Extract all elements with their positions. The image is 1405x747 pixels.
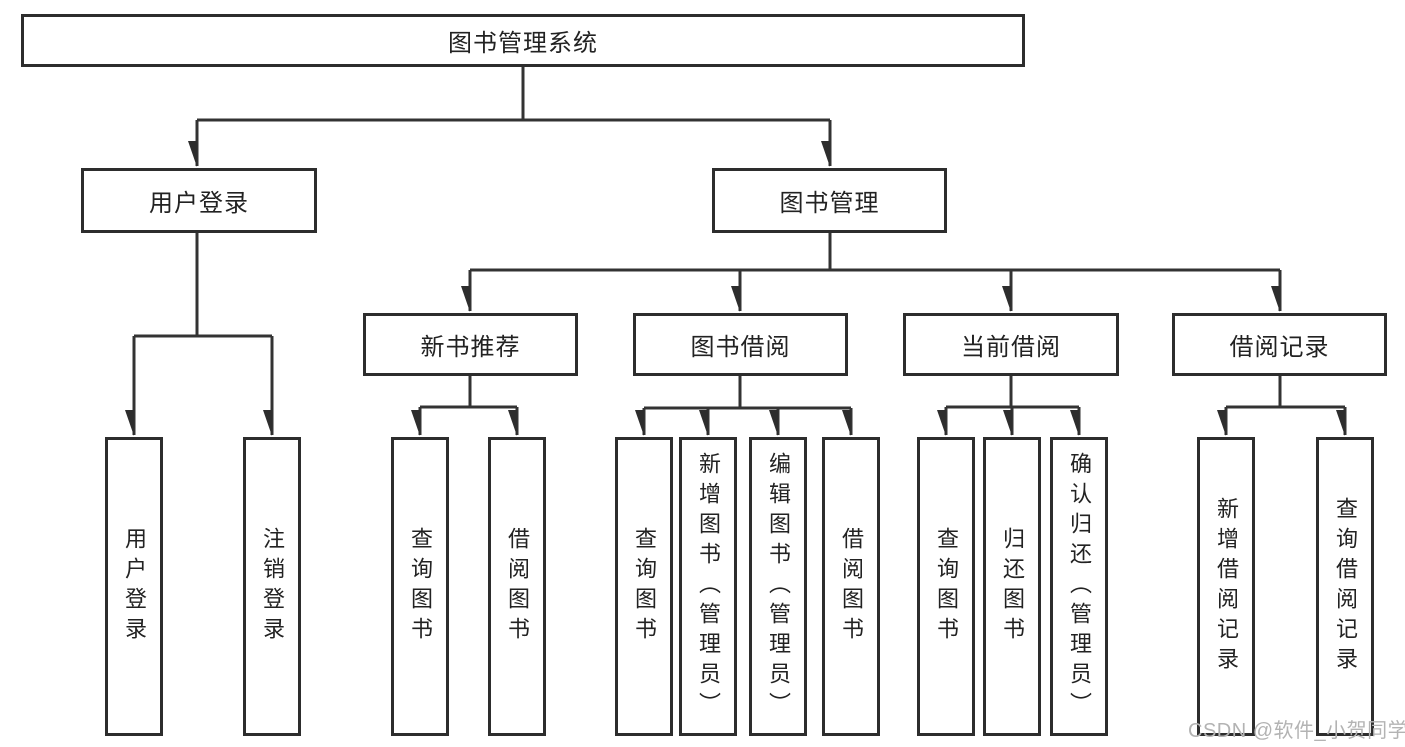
- node-borrow-records: 借阅记录: [1172, 313, 1387, 376]
- leaf-query-books-2: 查询图书: [615, 437, 673, 736]
- node-label: 新书推荐: [420, 334, 521, 361]
- node-label: 查询图书: [408, 526, 433, 647]
- node-label: 确认归还（管理员）: [1067, 451, 1092, 722]
- node-label: 当前借阅: [961, 334, 1061, 361]
- leaf-query-books-1: 查询图书: [391, 437, 449, 736]
- node-book-management: 图书管理: [712, 168, 947, 233]
- node-label: 借阅图书: [839, 526, 864, 647]
- node-label: 图书借阅: [690, 334, 791, 361]
- node-label: 归还图书: [1000, 526, 1025, 647]
- node-label: 图书管理系统: [448, 30, 598, 57]
- leaf-user-login: 用户登录: [105, 437, 163, 736]
- leaf-confirm-return-admin: 确认归还（管理员）: [1050, 437, 1108, 736]
- leaf-query-borrow-record: 查询借阅记录: [1316, 437, 1374, 736]
- node-label: 用户登录: [122, 526, 147, 647]
- node-label: 新增借阅记录: [1214, 496, 1239, 677]
- node-label: 编辑图书（管理员）: [766, 451, 791, 722]
- node-label: 借阅记录: [1229, 334, 1330, 361]
- node-label: 图书管理: [779, 190, 880, 217]
- leaf-add-borrow-record: 新增借阅记录: [1197, 437, 1255, 736]
- node-label: 查询图书: [934, 526, 959, 647]
- leaf-return-book: 归还图书: [983, 437, 1041, 736]
- node-label: 用户登录: [149, 190, 249, 217]
- leaf-borrow-books-1: 借阅图书: [488, 437, 546, 736]
- node-user-login: 用户登录: [81, 168, 317, 233]
- node-current-borrow: 当前借阅: [903, 313, 1119, 376]
- node-label: 注销登录: [260, 526, 285, 647]
- leaf-logout: 注销登录: [243, 437, 301, 736]
- node-label: 新增图书（管理员）: [696, 451, 721, 722]
- node-label: 查询图书: [632, 526, 657, 647]
- node-label: 查询借阅记录: [1333, 496, 1358, 677]
- node-book-borrow: 图书借阅: [633, 313, 848, 376]
- leaf-query-books-3: 查询图书: [917, 437, 975, 736]
- csdn-watermark: CSDN @软件_小贺同学: [1188, 720, 1405, 742]
- node-new-book-recommend: 新书推荐: [363, 313, 578, 376]
- node-label: 借阅图书: [505, 526, 530, 647]
- leaf-borrow-books-2: 借阅图书: [822, 437, 880, 736]
- leaf-edit-book-admin: 编辑图书（管理员）: [749, 437, 807, 736]
- leaf-add-book-admin: 新增图书（管理员）: [679, 437, 737, 736]
- node-library-system: 图书管理系统: [21, 14, 1025, 67]
